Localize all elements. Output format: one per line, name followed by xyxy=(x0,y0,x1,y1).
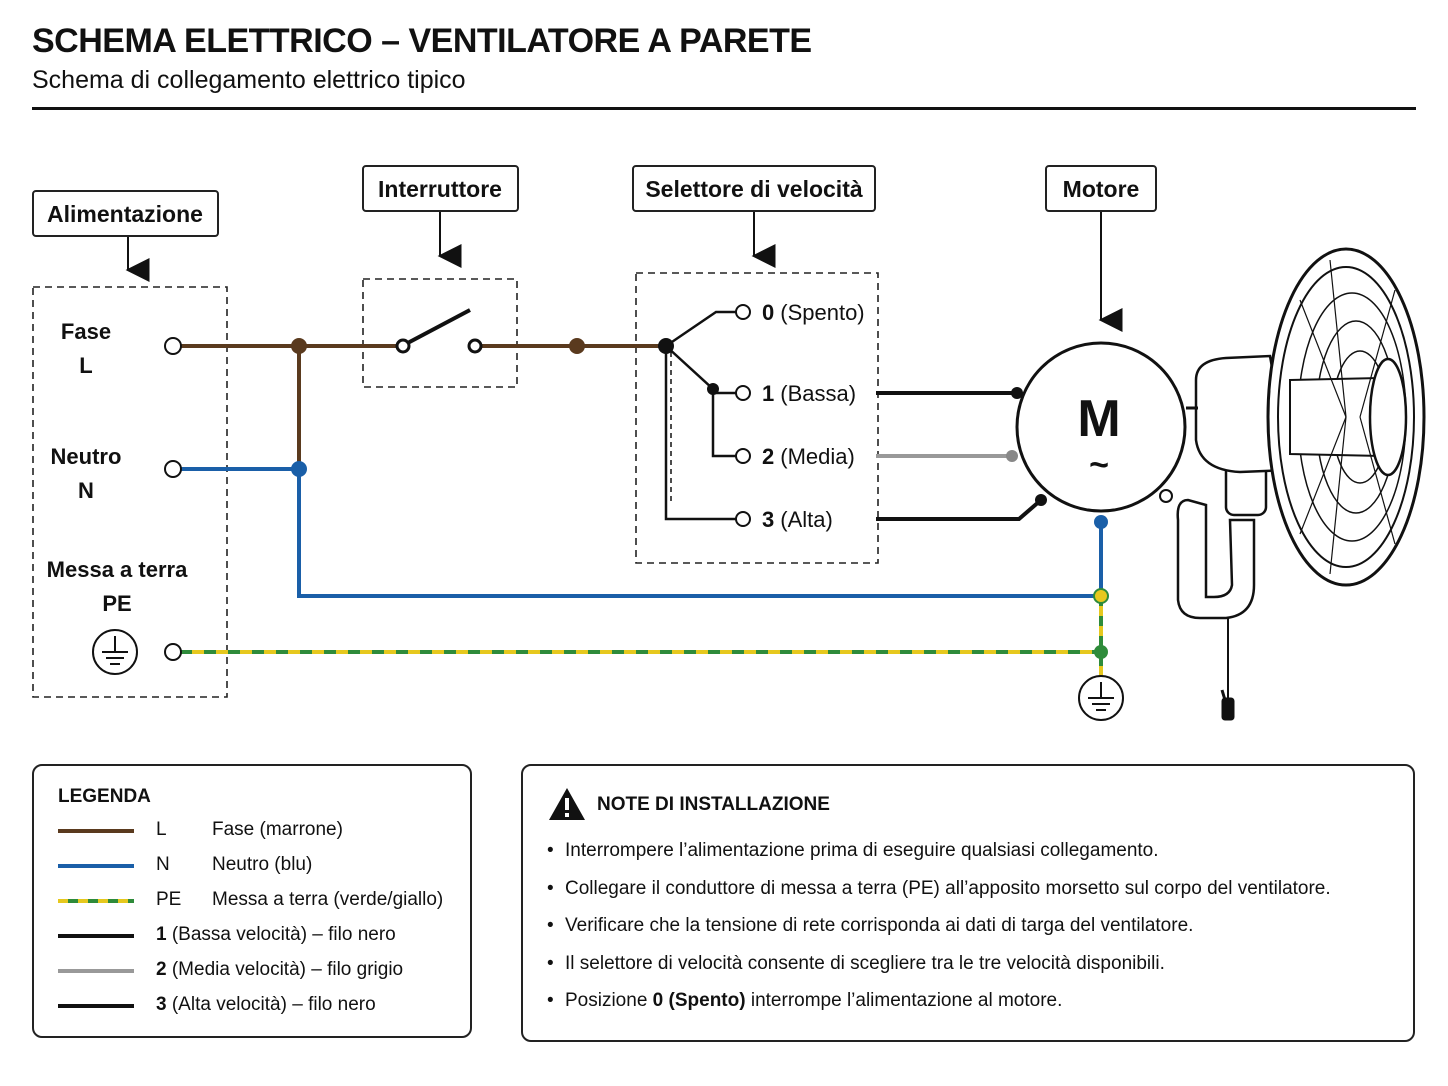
legend-desc: Neutro (blu) xyxy=(212,854,313,875)
svg-text:Interruttore: Interruttore xyxy=(378,176,502,202)
legend-item-high-speed: 3 (Alta velocità) – filo nero xyxy=(58,991,458,1021)
note-item: Collegare il conduttore di messa a terra… xyxy=(547,878,1331,916)
legend-item-low-speed: 1 (Bassa velocità) – filo nero xyxy=(58,921,458,951)
motor-neutral-terminal xyxy=(1094,515,1108,529)
neutral-label: Neutro xyxy=(51,444,122,469)
speed-2-terminal xyxy=(735,448,751,464)
speed-1-label: 1(Bassa) xyxy=(762,381,856,406)
motor-block-label: Motore xyxy=(1045,165,1157,212)
selector-enclosure xyxy=(635,272,879,564)
legend-desc: Messa a terra (verde/giallo) xyxy=(212,889,444,910)
legend-desc: 2 (Media velocità) – filo grigio xyxy=(156,959,404,980)
earth-code: PE xyxy=(102,591,131,616)
note-item: Verificare che la tensione di rete corri… xyxy=(547,915,1331,953)
speed-1-terminal xyxy=(735,385,751,401)
legend-item-medium-speed: 2 (Media velocità) – filo grigio xyxy=(58,956,458,986)
earth-junction-2 xyxy=(1094,645,1108,659)
motor-earth-icon xyxy=(1078,675,1124,721)
motor-terminal-low xyxy=(1011,387,1023,399)
legend-code: L xyxy=(156,819,167,840)
notes-title: NOTE DI INSTALLAZIONE xyxy=(597,794,830,815)
selector-wiring xyxy=(664,310,737,521)
wall-fan-illustration xyxy=(1159,247,1426,721)
legend-title: LEGENDA xyxy=(58,786,151,807)
motor-terminal-high xyxy=(1035,494,1047,506)
legend-swatch-phase xyxy=(58,829,134,833)
switch-enclosure xyxy=(362,278,518,388)
legend-desc: Fase (marrone) xyxy=(212,819,343,840)
phase-junction xyxy=(291,338,307,354)
note-item: Il selettore di velocità consente di sce… xyxy=(547,953,1331,991)
phase-label: Fase xyxy=(61,319,111,344)
speed-3-terminal xyxy=(735,511,751,527)
installation-notes-panel: NOTE DI INSTALLAZIONE Interrompere l’ali… xyxy=(521,764,1415,1042)
switch-contact xyxy=(395,308,483,354)
page-subtitle: Schema di collegamento elettrico tipico xyxy=(32,66,466,94)
title-divider xyxy=(32,107,1416,110)
note-item: Posizione 0 (Spento) interrompe l’alimen… xyxy=(547,990,1331,1028)
selector-common-node xyxy=(658,338,674,354)
earth-ground-icon xyxy=(92,629,138,675)
motor-symbol: M ~ xyxy=(1015,341,1187,513)
neutral-wire xyxy=(180,467,1103,598)
legend-swatch-medium xyxy=(58,969,134,973)
legend-swatch-high xyxy=(58,1004,134,1008)
notes-list: Interrompere l’alimentazione prima di es… xyxy=(547,840,1331,1028)
phase-terminal xyxy=(164,337,182,355)
switch-block-label: Interruttore xyxy=(362,165,519,212)
svg-text:M: M xyxy=(1077,390,1120,448)
earth-terminal xyxy=(164,643,182,661)
svg-text:Motore: Motore xyxy=(1063,176,1140,202)
legend-swatch-low xyxy=(58,934,134,938)
legend-code: PE xyxy=(156,889,182,910)
legend-item-neutral: N Neutro (blu) xyxy=(58,851,458,881)
speed-0-label: 0(Spento) xyxy=(762,300,865,325)
svg-text:Selettore di velocità: Selettore di velocità xyxy=(645,176,863,202)
phase-wire xyxy=(180,344,666,469)
earth-wire xyxy=(180,596,1103,678)
phase-code: L xyxy=(79,353,92,378)
motor-terminal-medium xyxy=(1006,450,1018,462)
svg-text:Alimentazione: Alimentazione xyxy=(47,201,203,227)
wiring-diagram: Alimentazione Interruttore Selettore di … xyxy=(32,165,1426,721)
earth-junction xyxy=(1093,588,1109,604)
speed-wires xyxy=(876,391,1043,521)
earth-label: Messa a terra xyxy=(47,557,188,582)
svg-text:~: ~ xyxy=(1089,446,1109,484)
note-item: Interrompere l’alimentazione prima di es… xyxy=(547,840,1331,878)
legend-desc: 3 (Alta velocità) – filo nero xyxy=(156,994,376,1015)
speed-2-label: 2(Media) xyxy=(762,444,855,469)
legend-item-earth: PE Messa a terra (verde/giallo) xyxy=(58,886,458,916)
warning-triangle-icon xyxy=(549,788,585,820)
legend-item-phase: L Fase (marrone) xyxy=(58,816,458,846)
neutral-terminal xyxy=(164,460,182,478)
legend-swatch-earth xyxy=(58,899,134,903)
selector-wiper-node xyxy=(707,383,719,395)
legend-desc: 1 (Bassa velocità) – filo nero xyxy=(156,924,396,945)
phase-junction-2 xyxy=(569,338,585,354)
neutral-code: N xyxy=(78,478,94,503)
legend-panel: LEGENDA L Fase (marrone) N Neutro (blu) … xyxy=(32,764,472,1038)
speed-3-label: 3(Alta) xyxy=(762,507,833,532)
page-title: SCHEMA ELETTRICO – VENTILATORE A PARETE xyxy=(32,22,812,60)
neutral-junction xyxy=(291,461,307,477)
selector-block-label: Selettore di velocità xyxy=(632,165,876,212)
legend-swatch-neutral xyxy=(58,864,134,868)
power-enclosure xyxy=(32,286,228,698)
legend-code: N xyxy=(156,854,170,875)
speed-0-terminal xyxy=(735,304,751,320)
power-block-label: Alimentazione xyxy=(32,190,219,237)
